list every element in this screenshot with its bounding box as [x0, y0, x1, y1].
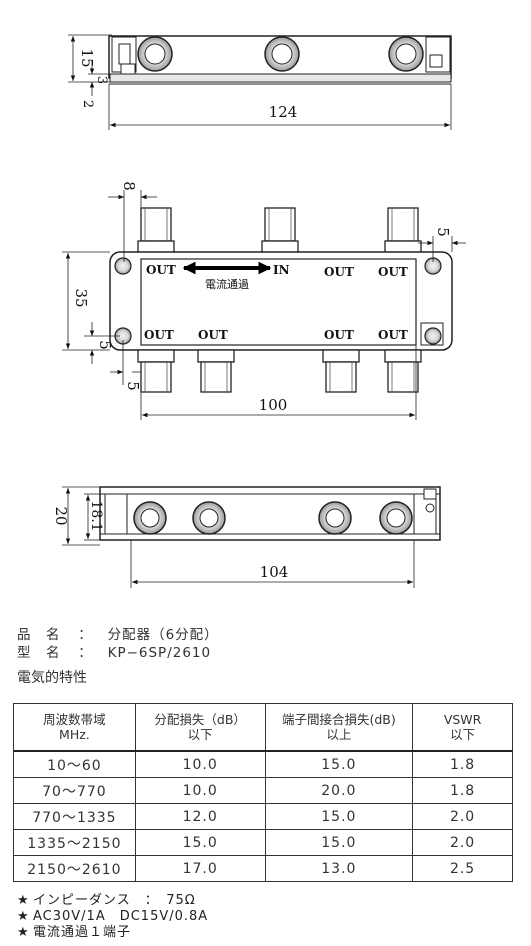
header-split-loss: 分配損失（dB）以下 [134, 703, 266, 752]
table-row: 70〜770 10.0 20.0 1.8 [13, 777, 513, 804]
port-out-bottom-right-2: OUT [378, 328, 408, 342]
cell-frequency: 70〜770 [13, 777, 136, 804]
dim-side-height-181: 18.1 [88, 500, 104, 531]
cell-split-loss: 17.0 [134, 855, 266, 882]
cell-split-loss: 10.0 [134, 750, 266, 778]
cell-isolation: 20.0 [264, 777, 414, 804]
cell-isolation: 13.0 [264, 855, 414, 882]
dim-side-length: 104 [260, 563, 289, 581]
note-power: ★AC30V/1A DC15V/0.8A [17, 905, 208, 924]
cell-isolation: 15.0 [264, 829, 414, 856]
header-isolation: 端子間接合損失(dB)以上 [264, 703, 414, 752]
dim-front-bottom-left-5: 5 [124, 381, 142, 391]
note-text: AC30V/1A DC15V/0.8A [33, 909, 209, 924]
section-title: 電気的特性 [17, 670, 87, 686]
top-view: 15 3 2 124 [68, 34, 452, 130]
table-row: 1335〜2150 15.0 15.0 2.0 [13, 829, 513, 856]
dim-top-foot-3: 3 [94, 76, 109, 84]
cell-frequency: 10〜60 [13, 750, 136, 778]
product-name-sep: ： [78, 627, 93, 643]
cell-split-loss: 15.0 [134, 829, 266, 856]
note-current-pass: ★電流通過１端子 [17, 921, 131, 940]
cell-vswr: 2.0 [412, 829, 513, 856]
dim-top-height: 15 [78, 48, 96, 67]
technical-drawing: 15 3 2 124 [52, 34, 466, 588]
cell-vswr: 1.8 [412, 750, 513, 778]
cell-frequency: 1335〜2150 [13, 829, 136, 856]
dim-top-foot-2: 2 [80, 100, 95, 108]
port-out-bottom-right-1: OUT [324, 328, 354, 342]
current-pass-label: 電流通過 [205, 277, 249, 291]
port-in: IN [273, 263, 290, 277]
product-name-value: 分配器（6分配） [107, 627, 219, 643]
dim-front-length: 100 [259, 396, 288, 414]
port-out-top-right-1: OUT [324, 265, 354, 279]
note-text: 電流通過１端子 [33, 925, 132, 940]
model-label: 型 名 [17, 645, 61, 661]
cell-isolation: 15.0 [264, 750, 414, 778]
cell-split-loss: 10.0 [134, 777, 266, 804]
cell-vswr: 1.8 [412, 777, 513, 804]
cell-split-loss: 12.0 [134, 803, 266, 830]
dim-front-left-offset: 8 [120, 181, 138, 191]
star-icon: ★ [17, 893, 30, 908]
front-view: OUT IN OUT OUT OUT OUT OUT OUT 電流通過 8 5 … [62, 181, 466, 420]
model-line: 型 名 ： KP−6SP/2610 [17, 641, 211, 661]
port-out-bottom-left-2: OUT [198, 328, 228, 342]
cell-vswr: 2.0 [412, 803, 513, 830]
dim-top-length: 124 [269, 103, 298, 121]
port-out-bottom-left-1: OUT [144, 328, 174, 342]
model-value: KP−6SP/2610 [107, 645, 212, 661]
port-out-top-right-2: OUT [378, 265, 408, 279]
table-row: 2150〜2610 17.0 13.0 2.5 [13, 855, 513, 882]
product-name-line: 品 名 ： 分配器（6分配） [17, 623, 219, 643]
note-text: インピーダンス ： 75Ω [33, 893, 196, 908]
cell-isolation: 15.0 [264, 803, 414, 830]
cell-frequency: 770〜1335 [13, 803, 136, 830]
product-name-label: 品 名 [17, 627, 61, 643]
table-row: 770〜1335 12.0 15.0 2.0 [13, 803, 513, 830]
dim-front-bottom-5: 5 [96, 340, 114, 350]
star-icon: ★ [17, 909, 30, 924]
side-view: 20 18.1 104 [52, 486, 441, 588]
table-row: 10〜60 10.0 15.0 1.8 [13, 750, 513, 778]
dim-front-right-offset: 5 [434, 227, 452, 237]
cell-frequency: 2150〜2610 [13, 855, 136, 882]
dim-side-height-20: 20 [52, 506, 70, 525]
note-impedance: ★インピーダンス ： 75Ω [17, 889, 196, 908]
port-out-top-left: OUT [146, 263, 176, 277]
star-icon: ★ [17, 925, 30, 940]
model-sep: ： [78, 645, 93, 661]
cell-vswr: 2.5 [412, 855, 513, 882]
dim-front-height: 35 [72, 288, 90, 307]
